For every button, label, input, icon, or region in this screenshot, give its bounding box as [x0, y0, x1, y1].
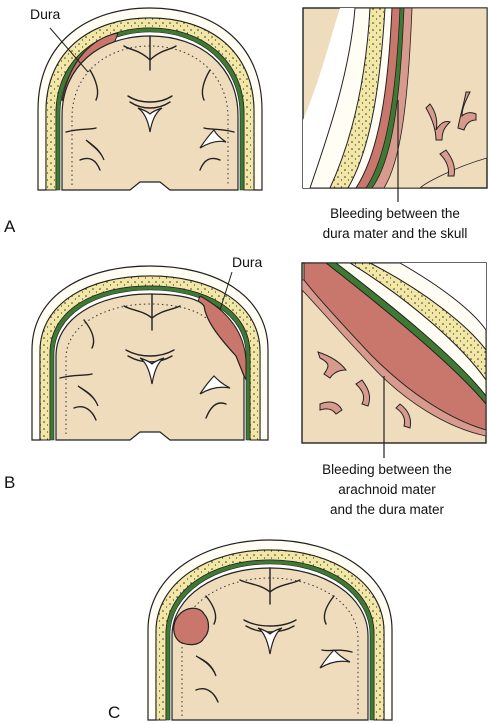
- panel-a: Dura A Bleeding betwe: [4, 6, 488, 241]
- dura-label-b: Dura: [232, 254, 263, 270]
- panel-letter-b: B: [4, 473, 15, 492]
- brain-a: [61, 35, 239, 191]
- caption-a-line2: dura mater and the skull: [323, 226, 468, 241]
- caption-b-line2: arachnoid mater: [338, 482, 436, 497]
- panel-letter-c: C: [108, 703, 120, 722]
- caption-a-line1: Bleeding between the: [330, 206, 460, 221]
- intracerebral-hematoma-c: [173, 607, 210, 646]
- dura-b: [49, 285, 251, 441]
- caption-b-line3: and the dura mater: [330, 502, 445, 517]
- caption-b-line1: Bleeding between the: [322, 462, 452, 477]
- panel-c: C: [108, 539, 393, 722]
- ventricle-a: [137, 107, 163, 133]
- inset-b: [301, 262, 487, 458]
- dura-c: [165, 559, 375, 721]
- dura-label-a: Dura: [30, 6, 61, 22]
- panel-b: Dura B Bleeding between the ara: [4, 254, 487, 517]
- inset-a: [302, 7, 488, 202]
- panel-letter-a: A: [4, 217, 16, 236]
